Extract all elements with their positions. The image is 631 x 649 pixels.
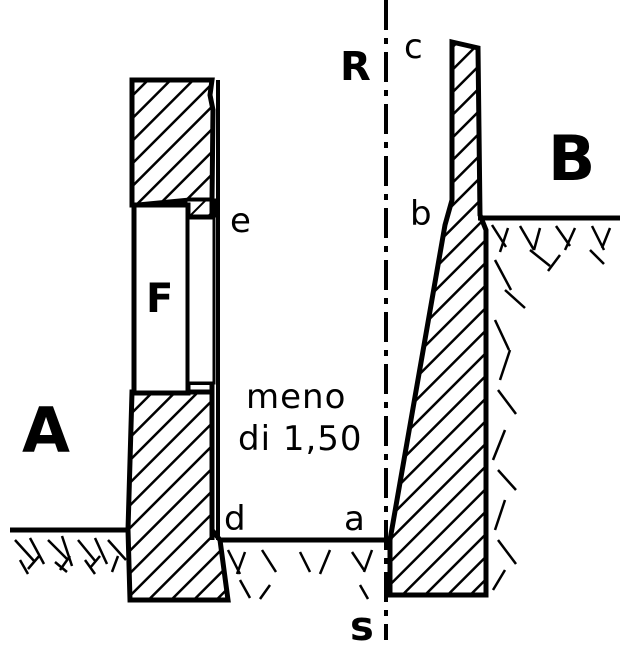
label-point-c: c (404, 27, 423, 67)
annotation-line1: meno (246, 377, 346, 417)
label-point-d: d (224, 499, 246, 539)
label-axis-r: R (340, 44, 371, 90)
ground-right (478, 215, 620, 591)
floor (218, 537, 390, 600)
element-f (131, 202, 216, 396)
label-point-a: a (344, 499, 365, 539)
left-wall (125, 77, 231, 603)
label-point-e: e (230, 201, 251, 241)
label-region-a: A (22, 394, 70, 467)
label-axis-s: s (350, 604, 374, 649)
label-point-b: b (410, 194, 432, 234)
right-wall (387, 38, 489, 598)
annotation-line2: di 1,50 (238, 419, 363, 459)
label-element-f: F (146, 276, 173, 322)
ground-left (10, 527, 132, 575)
label-region-b: B (548, 122, 595, 195)
